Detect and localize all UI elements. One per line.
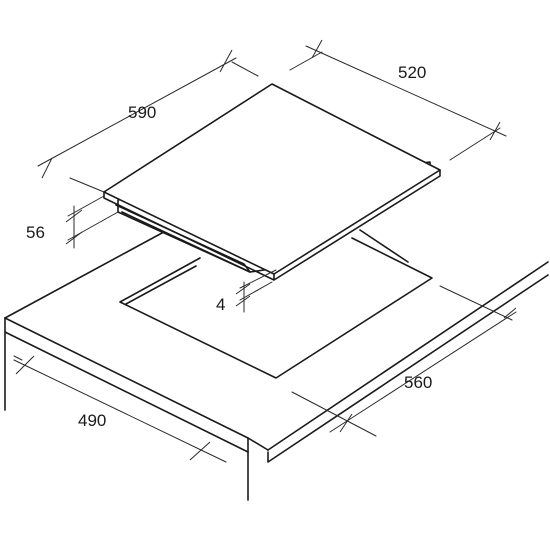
dim-560-tick-bottom: [339, 413, 353, 433]
dim-560-extension-top: [439, 285, 513, 321]
dim-4-extension-bottom: [239, 281, 273, 301]
dim-560-label: 560: [404, 373, 432, 392]
dimension-glass-thickness: 4: [216, 269, 277, 314]
countertop-back-right-edge: [359, 229, 409, 263]
hob-body-lower-edge: [121, 211, 251, 273]
countertop-thickness-top: [4, 331, 249, 453]
dim-490-tick-right: [189, 441, 211, 461]
dim-520-extension-bottom: [449, 127, 501, 161]
dim-520-extension-top: [289, 51, 323, 71]
dim-520-tick-top: [311, 39, 323, 59]
dim-56-tick-top: [65, 209, 83, 223]
dim-4-extension-top: [239, 269, 277, 289]
dimension-cutout-width: 490: [13, 355, 227, 463]
cutout-opening: [119, 237, 433, 379]
dimension-hob-depth: 520: [289, 39, 507, 161]
dim-4-tick-top: [235, 283, 251, 295]
dim-490-label: 490: [78, 411, 106, 430]
dim-4-tick-bottom: [235, 295, 251, 307]
dim-590-line: [37, 57, 237, 167]
cutout-inner-left: [125, 265, 197, 305]
cutout-outline: [119, 237, 433, 379]
dim-590-extension-left: [69, 177, 105, 193]
dim-590-tick-left: [41, 157, 53, 179]
dim-520-label: 520: [398, 63, 426, 82]
dim-4-label: 4: [216, 295, 225, 314]
dim-590-label: 590: [128, 103, 156, 122]
dim-560-line: [329, 311, 517, 433]
countertop-front-left-edge: [4, 317, 249, 439]
hob: [103, 83, 441, 281]
hob-glass-edge: [103, 169, 441, 281]
dim-560-tick-top: [503, 307, 517, 319]
dim-490-extension-left: [13, 355, 23, 361]
countertop-front-right-edge: [247, 437, 269, 451]
dimension-cutout-depth: 560: [291, 285, 517, 437]
dim-560-extension-bottom: [291, 391, 377, 437]
countertop-right-thickness: [267, 274, 549, 463]
dim-520-line: [305, 45, 507, 137]
dim-56-label: 56: [26, 223, 45, 242]
dim-590-tick-right: [219, 49, 233, 73]
dim-56-tick-bottom: [65, 231, 83, 245]
countertop: [4, 219, 549, 501]
dimension-hob-width: 590: [37, 49, 259, 193]
countertop-right-edge: [267, 261, 549, 451]
dim-490-tick-left: [15, 355, 35, 375]
dim-520-tick-bottom: [489, 121, 501, 141]
dim-56-extension-top: [67, 195, 105, 217]
dim-590-extension-right: [231, 61, 259, 77]
dim-490-line: [13, 359, 227, 463]
dimension-hob-height: 56: [26, 195, 119, 249]
countertop-top-edge: [4, 219, 187, 319]
dim-56-extension-bottom: [67, 211, 119, 241]
